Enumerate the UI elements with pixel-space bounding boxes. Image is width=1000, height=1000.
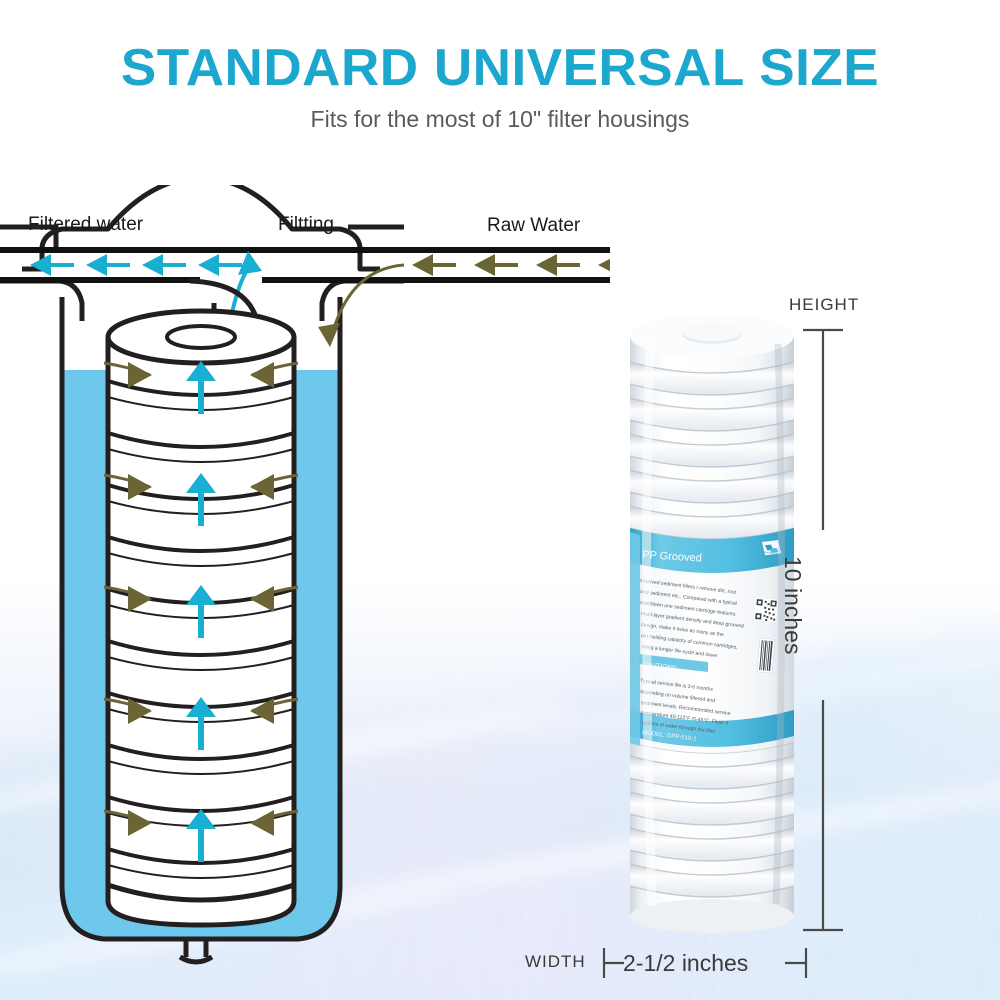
height-dimension-label: HEIGHT — [789, 295, 860, 314]
inward-arrow-row-2 — [103, 473, 299, 500]
label-top-band — [630, 528, 794, 573]
brand-logo-icon: Membrane — [762, 540, 782, 556]
cartridge-center-bore — [165, 324, 237, 350]
housing-drain-nub — [183, 939, 209, 957]
inward-arrow-row-4 — [103, 697, 299, 724]
height-dimension-value: 10 inches — [780, 556, 806, 655]
page-subtitle: Fits for the most of 10" filter housings — [310, 106, 690, 132]
supply-pipe — [0, 247, 610, 283]
label-fitting: Filtting — [278, 214, 334, 235]
inward-arrow-row-3 — [103, 585, 299, 612]
inward-arrow-row-5 — [103, 809, 299, 836]
page-title: STANDARD UNIVERSAL SIZE — [120, 39, 880, 97]
cartridge-in-housing — [105, 308, 297, 928]
width-dimension-label: WIDTH — [525, 952, 586, 971]
qr-code-icon — [754, 598, 778, 622]
label-filtered-water: Filtered water — [28, 214, 144, 235]
cartridge-bottom-face — [630, 899, 794, 933]
housing-bowl-outline — [59, 297, 343, 942]
inward-arrow-row-1 — [103, 361, 299, 388]
width-dimension-value: 2-1/2 inches — [623, 950, 749, 976]
cartridge-highlight — [641, 339, 657, 907]
barcode-icon — [756, 637, 776, 674]
filtered-water-arrows — [30, 254, 242, 276]
product-label: PP Grooved Grooved sediment filters r re… — [630, 528, 794, 753]
label-cautions-heading: CAUTIONS: — [643, 661, 679, 672]
filtered-water-riser-arrow — [230, 251, 262, 314]
housing-cap-outline — [22, 185, 380, 272]
raw-water-arrows — [412, 254, 610, 276]
filter-housing-diagram — [0, 185, 610, 975]
label-heading: PP Grooved — [642, 549, 702, 565]
label-raw-water: Raw Water — [487, 215, 581, 236]
label-bottom-band — [630, 710, 794, 747]
housing-port-left — [0, 224, 59, 247]
svg-text:Membrane: Membrane — [763, 550, 778, 555]
product-cartridge-photo: PP Grooved Grooved sediment filters r re… — [612, 310, 812, 940]
raw-water-downturn-arrow — [318, 263, 405, 347]
media-flow-arrows — [103, 361, 299, 862]
